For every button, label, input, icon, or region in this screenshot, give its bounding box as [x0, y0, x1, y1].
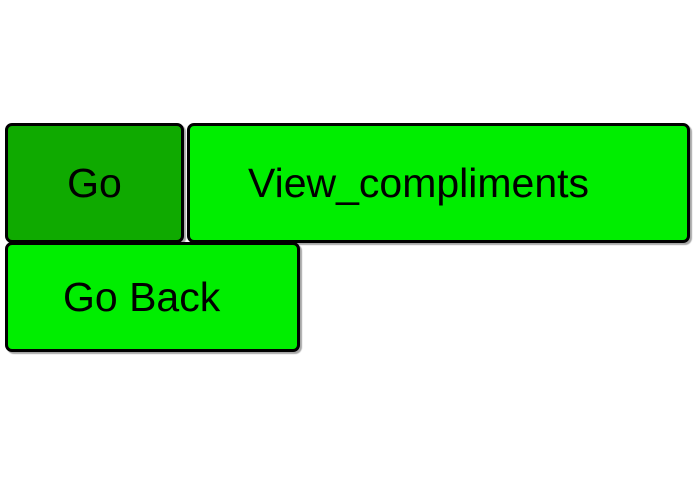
view-compliments-button[interactable]: View_compliments — [187, 123, 690, 243]
view-compliments-button-label: View_compliments — [248, 159, 590, 206]
go-button-label: Go — [67, 159, 122, 206]
go-back-button-label: Go Back — [63, 273, 221, 320]
go-back-button[interactable]: Go Back — [5, 242, 300, 352]
go-button[interactable]: Go — [5, 123, 184, 243]
